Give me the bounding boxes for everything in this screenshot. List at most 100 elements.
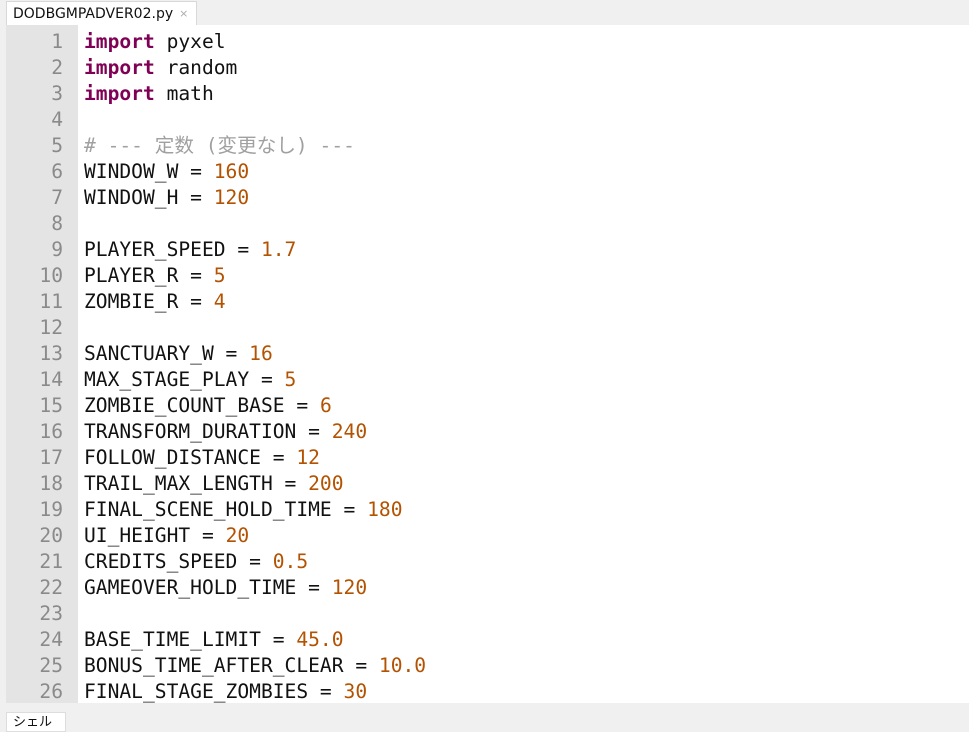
line-number: 26 [39,680,63,703]
code-token: UI_HEIGHT = [84,524,226,547]
code-token: math [154,82,214,105]
number-token: 200 [308,472,344,495]
code-text: UI_HEIGHT = 20 [84,523,249,549]
code-line[interactable]: 12 [6,315,969,341]
code-line[interactable]: 21 CREDITS_SPEED = 0.5 [6,549,969,575]
code-line[interactable]: 26 FINAL_STAGE_ZOMBIES = 30 [6,679,969,703]
code-line[interactable]: 5# --- 定数 (変更なし) --- [6,133,969,159]
code-line[interactable]: 17 FOLLOW_DISTANCE = 12 [6,445,969,471]
number-token: 160 [213,160,250,183]
code-line[interactable]: 14 MAX_STAGE_PLAY = 5 [6,367,969,393]
number-token: 45.0 [296,628,344,651]
number-token: 0.5 [272,550,309,573]
line-number: 7 [51,186,63,209]
code-line[interactable]: 19 FINAL_SCENE_HOLD_TIME = 180 [6,497,969,523]
code-text: CREDITS_SPEED = 0.5 [84,549,308,575]
code-token: CREDITS_SPEED = [84,550,273,573]
code-token: FINAL_STAGE_ZOMBIES = [84,680,344,703]
code-line[interactable]: 9 PLAYER_SPEED = 1.7 [6,237,969,263]
code-text: PLAYER_SPEED = 1.7 [84,237,296,263]
number-token: 6 [319,394,332,417]
keyword-token: import [84,82,155,105]
code-text: ZOMBIE_R = 4 [84,289,226,315]
code-text: import pyxel [84,29,226,55]
code-line[interactable]: 4 [6,107,969,133]
code-text: import math [84,81,214,107]
code-text: WINDOW_W = 160 [84,159,249,185]
bottom-panel-bar: シェル [0,703,969,732]
number-token: 120 [213,186,250,209]
code-line[interactable]: 23 [6,601,969,627]
code-text: MAX_STAGE_PLAY = 5 [84,367,296,393]
code-token: BONUS_TIME_AFTER_CLEAR = [84,654,379,677]
line-number: 22 [39,576,63,599]
line-number: 20 [39,524,63,547]
code-text: TRANSFORM_DURATION = 240 [84,419,367,445]
code-line[interactable]: 22 GAMEOVER_HOLD_TIME = 120 [6,575,969,601]
line-number: 2 [51,56,63,79]
number-token: 1.7 [260,238,297,261]
code-token: MAX_STAGE_PLAY = [84,368,285,391]
number-token: 16 [249,342,273,365]
line-number: 14 [39,368,63,391]
code-token: WINDOW_H = [84,186,214,209]
code-line[interactable]: 11 ZOMBIE_R = 4 [6,289,969,315]
line-number: 10 [39,264,63,287]
number-token: 120 [331,576,368,599]
line-number: 17 [39,446,63,469]
editor-tab-bar: DODBGMPADVER02.py × [0,0,969,25]
code-token: BASE_TIME_LIMIT = [84,628,297,651]
keyword-token: import [84,30,155,53]
line-number: 6 [51,160,63,183]
line-number: 1 [51,30,63,53]
shell-tab[interactable]: シェル [6,712,66,732]
code-line[interactable]: 24 BASE_TIME_LIMIT = 45.0 [6,627,969,653]
file-tab[interactable]: DODBGMPADVER02.py × [6,1,198,25]
line-number: 16 [39,420,63,443]
number-token: 12 [296,446,320,469]
line-number: 24 [39,628,63,651]
number-token: 5 [213,264,226,287]
line-number: 11 [39,290,63,313]
code-line[interactable]: 1 import pyxel [6,29,969,55]
number-token: 240 [331,420,368,443]
line-number-gutter [6,25,78,703]
line-number: 21 [39,550,63,573]
code-text: FINAL_STAGE_ZOMBIES = 30 [84,679,367,703]
code-token: ZOMBIE_R = [84,290,214,313]
code-text: FOLLOW_DISTANCE = 12 [84,445,320,471]
line-number: 9 [51,238,63,261]
code-line[interactable]: 2 import random [6,55,969,81]
line-number: 3 [51,82,63,105]
code-line[interactable]: 3 import math [6,81,969,107]
code-line[interactable]: 16 TRANSFORM_DURATION = 240 [6,419,969,445]
number-token: 4 [213,290,226,313]
number-token: 10.0 [378,654,427,677]
line-number: 19 [39,498,63,521]
keyword-token: import [84,56,155,79]
code-token: FOLLOW_DISTANCE = [84,446,297,469]
code-token: SANCTUARY_W = [84,342,250,365]
code-token: random [154,56,238,79]
code-line[interactable]: 6 WINDOW_W = 160 [6,159,969,185]
line-number: 23 [39,602,63,625]
close-icon[interactable]: × [179,7,189,20]
code-line[interactable]: 8 [6,211,969,237]
code-token: TRANSFORM_DURATION = [84,420,332,443]
code-text: FINAL_SCENE_HOLD_TIME = 180 [84,497,403,523]
line-number: 8 [51,212,63,235]
code-token: GAMEOVER_HOLD_TIME = [84,576,332,599]
code-text: ZOMBIE_COUNT_BASE = 6 [84,393,332,419]
number-token: 20 [225,524,250,547]
code-token: ZOMBIE_COUNT_BASE = [84,394,320,417]
file-tab-label: DODBGMPADVER02.py [13,5,174,22]
code-token: pyxel [154,30,226,53]
code-line[interactable]: 7 WINDOW_H = 120 [6,185,969,211]
